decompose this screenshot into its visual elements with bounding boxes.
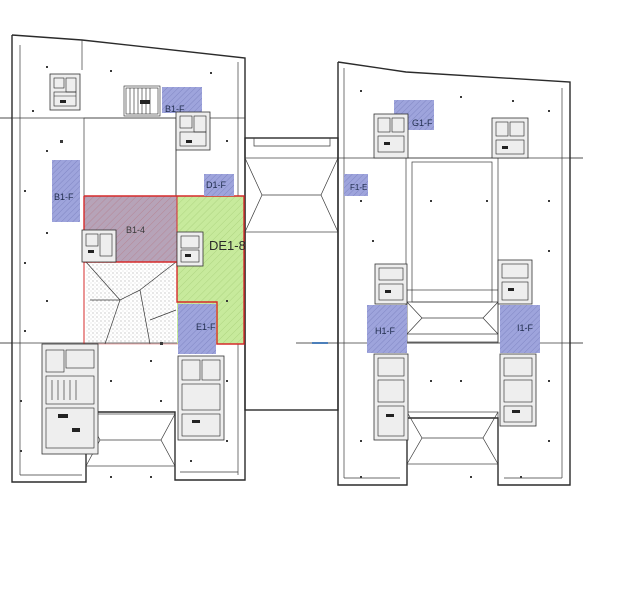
fixture-cluster-top-mid (175, 111, 211, 151)
label-d1f: D1-F (206, 180, 227, 190)
fixture-cluster-right-mid-a (374, 263, 408, 305)
columns-right (360, 90, 550, 478)
label-h1f: H1-F (375, 326, 396, 336)
label-g1f: G1-F (412, 118, 433, 128)
core-b1f-top[interactable] (123, 85, 202, 117)
core-h1f[interactable] (367, 305, 407, 353)
fixture-cluster-top-left (49, 73, 81, 111)
core-i1f[interactable] (500, 305, 540, 353)
core-d1f[interactable] (204, 174, 234, 196)
left-canopy (85, 413, 176, 467)
label-e1f: E1-F (196, 322, 216, 332)
fixture-cluster-right-bottom-a (373, 353, 409, 441)
fixture-cluster-right-top (373, 113, 409, 159)
core-b1f-left[interactable] (52, 160, 80, 222)
columns-left (20, 66, 228, 478)
label-de1-8: DE1-8 (209, 238, 246, 253)
atrium-hatched (85, 261, 177, 345)
fixture-cluster-left-mid (81, 229, 117, 263)
label-f1e: F1-E (350, 183, 367, 192)
label-b1-4: B1-4 (126, 225, 145, 235)
fixture-cluster-right-bottom-b (499, 353, 537, 427)
central-bridge (244, 137, 339, 411)
core-e1f[interactable] (178, 304, 216, 354)
label-b1f-top: B1-F (165, 104, 185, 114)
fixture-cluster-right-top-2 (491, 117, 529, 159)
right-canopy-bottom (406, 411, 499, 465)
label-b1f-left: B1-F (54, 192, 74, 202)
grid-axis-lines (0, 117, 583, 344)
core-f1e[interactable] (344, 174, 368, 196)
fixture-cluster-right-mid-b (497, 259, 533, 305)
fixture-cluster-stair-top (125, 87, 159, 115)
label-i1f: I1-F (517, 323, 534, 333)
fixture-cluster-bottom-left (41, 343, 99, 455)
fixture-cluster-center (176, 231, 204, 267)
fixture-cluster-bottom-center (177, 355, 225, 441)
right-canopy-mid (406, 289, 499, 343)
